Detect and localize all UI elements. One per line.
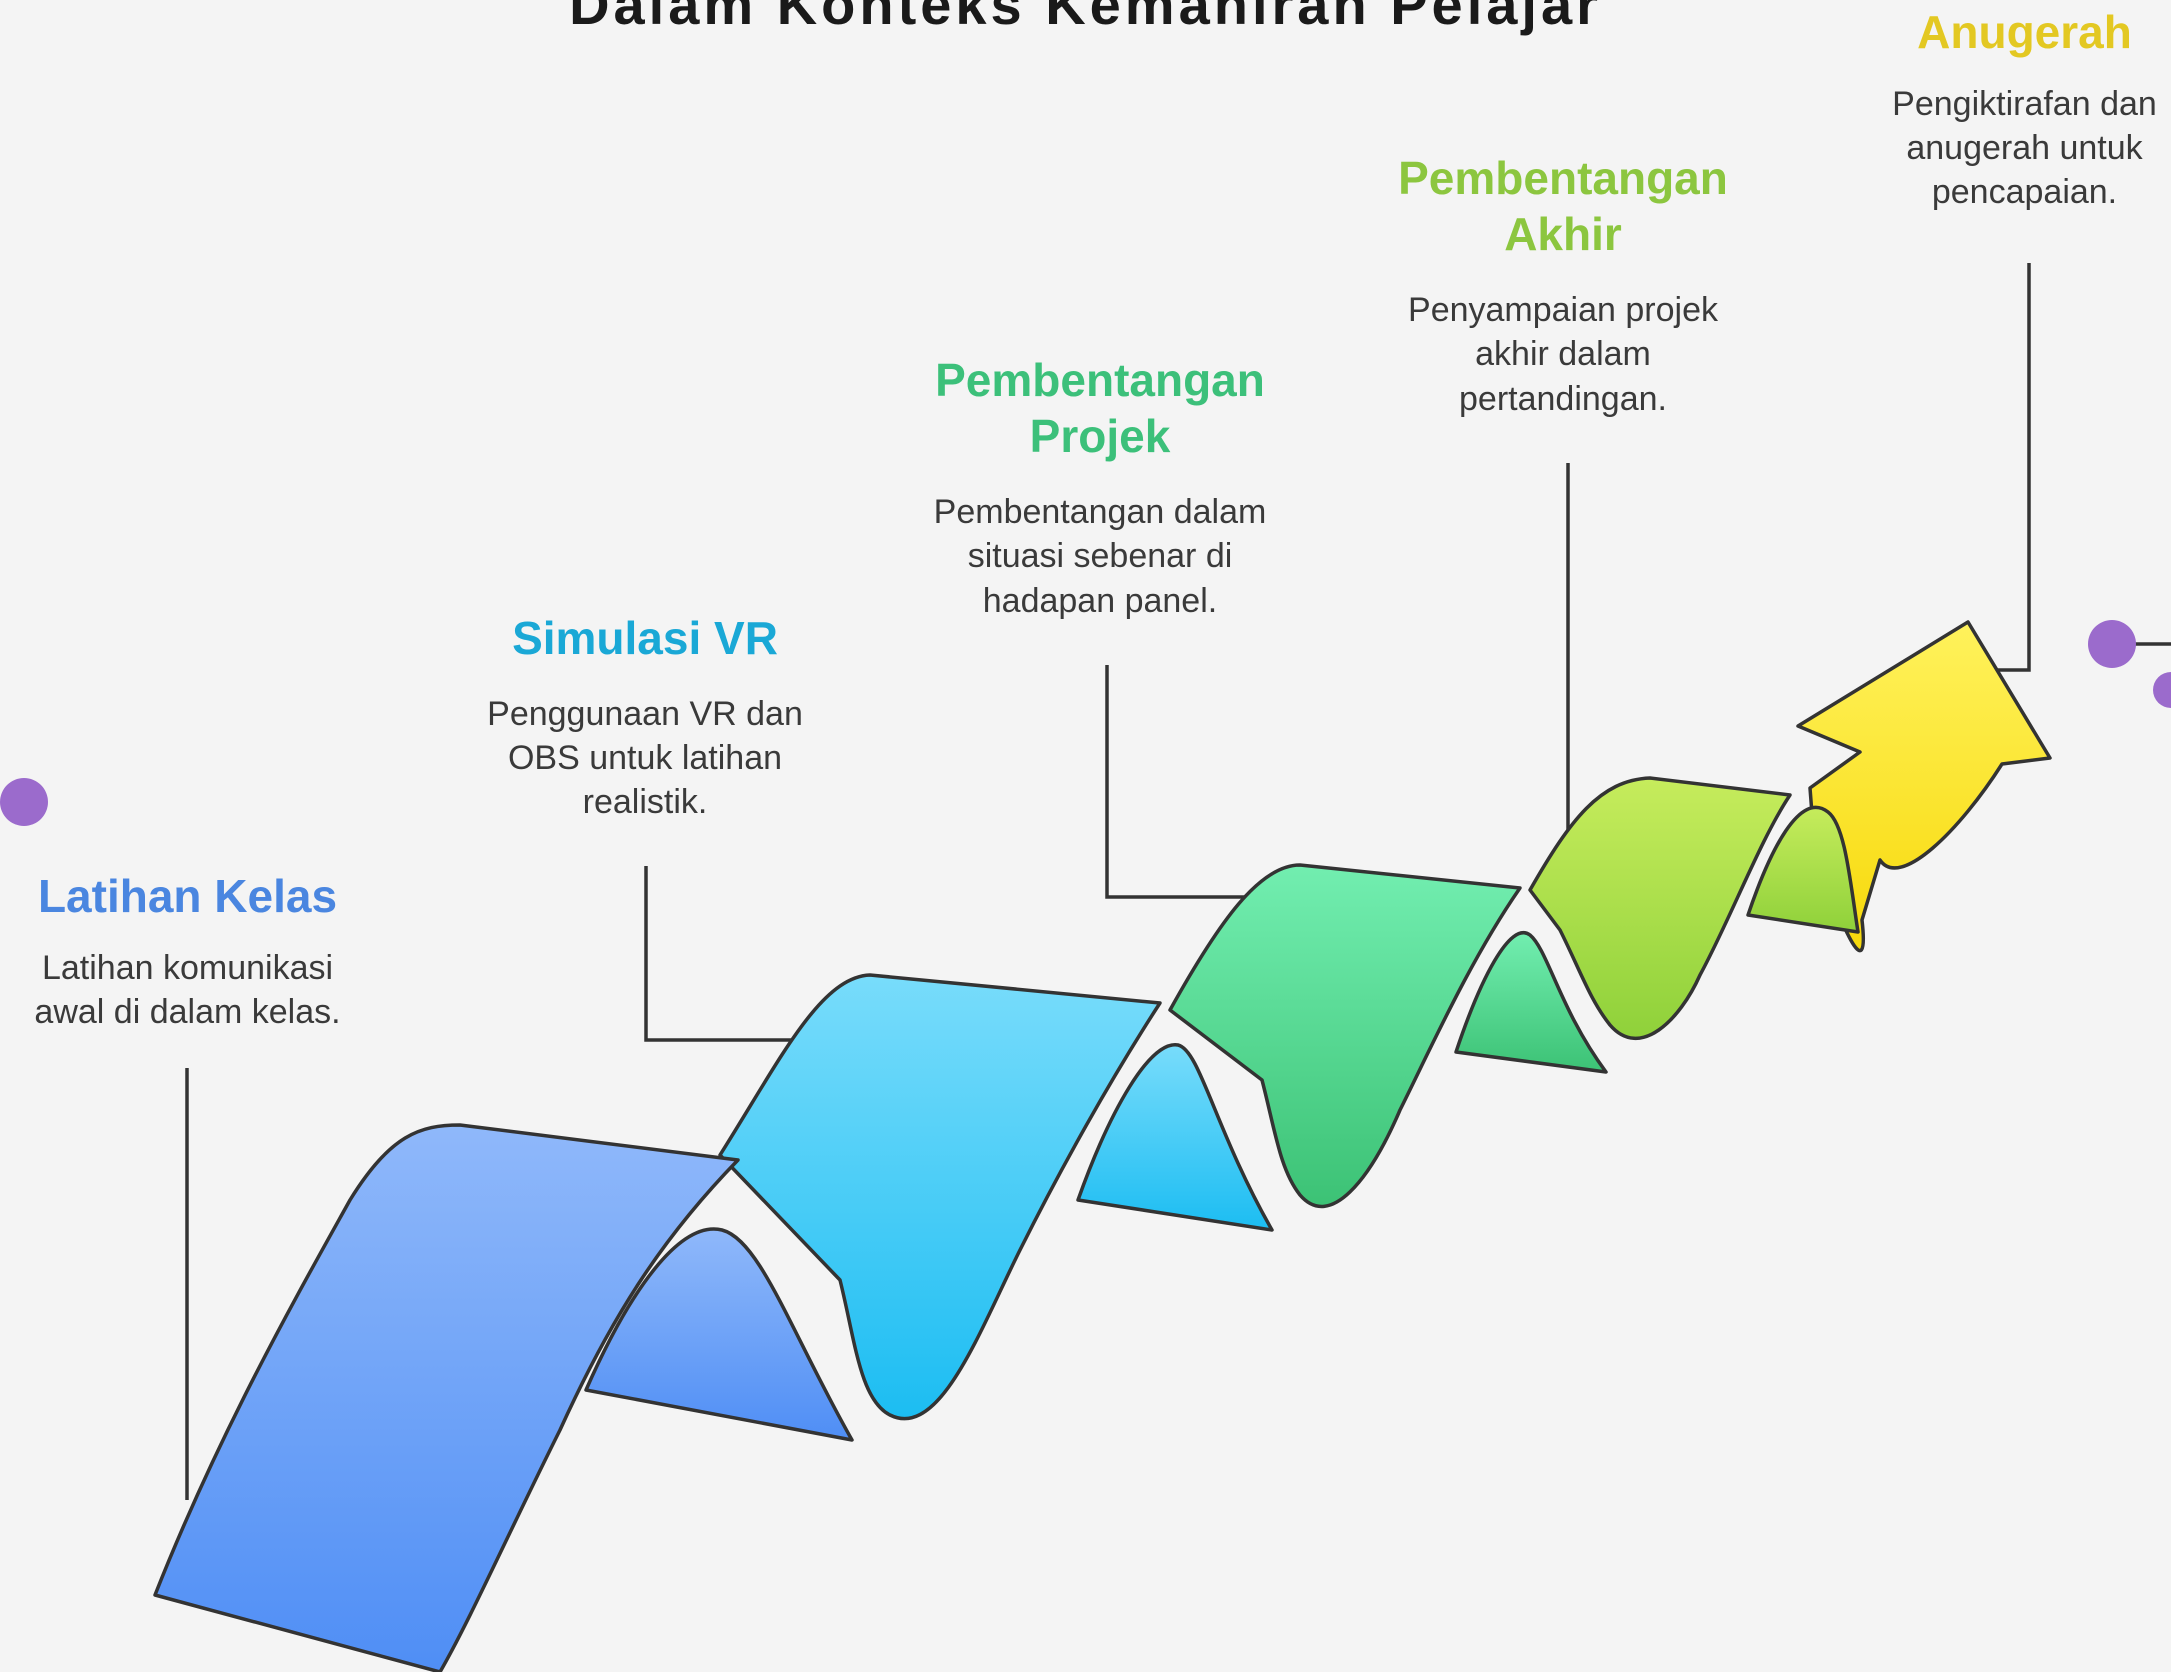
stage-title: Pembentangan Projek <box>935 354 1265 463</box>
ribbon-fold-cyan <box>1076 1043 1274 1232</box>
connector-pembentangan-projek <box>1105 665 1250 899</box>
stage-pembentangan-akhir: Pembentangan Akhir Penyampaian projek ak… <box>1378 150 1748 421</box>
stage-title: Latihan Kelas <box>37 870 338 922</box>
stage-description: Penyampaian projek akhir dalam pertandin… <box>1408 291 1718 418</box>
stage-description: Latihan komunikasi awal di dalam kelas. <box>34 949 341 1032</box>
connector-simulasi-vr <box>644 866 800 1042</box>
stage-pembentangan-projek: Pembentangan Projek Pembentangan dalam s… <box>905 352 1295 623</box>
decor-dot-left <box>0 778 48 826</box>
ribbon-step-pembentangan-akhir <box>1528 776 1792 1040</box>
ribbon-fold-blue <box>584 1227 854 1442</box>
stage-title: Simulasi VR <box>512 612 778 664</box>
stage-anugerah: Anugerah Pengiktirafan dan anugerah untu… <box>1862 4 2171 215</box>
stage-title: Anugerah <box>1917 6 2132 58</box>
stage-latihan-kelas: Latihan Kelas Latihan komunikasi awal di… <box>10 868 365 1034</box>
stage-title: Pembentangan Akhir <box>1398 152 1728 261</box>
ribbon-fold-green <box>1454 931 1608 1074</box>
ribbon-step-anugerah <box>1796 620 2052 953</box>
stage-description: Pengiktirafan dan anugerah untuk pencapa… <box>1892 85 2157 212</box>
stage-description: Pembentangan dalam situasi sebenar di ha… <box>933 493 1267 620</box>
ribbon-step-simulasi-vr <box>718 973 1162 1421</box>
decor-dot-right <box>2088 620 2136 668</box>
ribbon-step-latihan-kelas <box>153 1123 740 1672</box>
ribbon-step-pembentangan-projek <box>1168 863 1522 1209</box>
connector-anugerah <box>1990 263 2031 672</box>
stage-description: Penggunaan VR dan OBS untuk latihan real… <box>487 695 803 822</box>
ribbon-fold-lime <box>1746 805 1860 934</box>
decor-dot-right-partial <box>2153 672 2171 708</box>
diagram-title: Dalam Konteks Kemahiran Pelajar <box>569 0 1602 36</box>
stage-simulasi-vr: Simulasi VR Penggunaan VR dan OBS untuk … <box>465 610 825 825</box>
